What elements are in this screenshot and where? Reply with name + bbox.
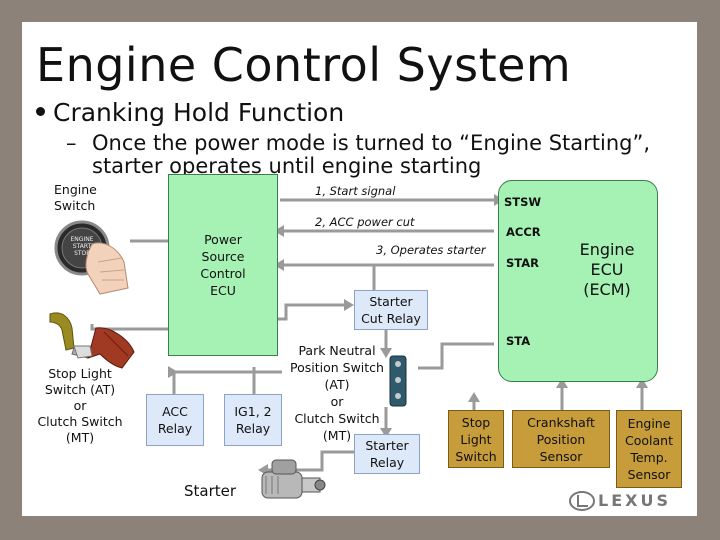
sub-bullet: – Once the power mode is turned to “Engi…: [66, 132, 686, 182]
signal-start: 1, Start signal: [315, 184, 396, 198]
sub-bullet-text: Once the power mode is turned to “Engine…: [92, 131, 651, 178]
crankshaft-sensor-label: Crankshaft Position Sensor: [527, 414, 595, 464]
acc-relay-label: ACC Relay: [157, 404, 193, 436]
slide-title: Engine Control System: [36, 38, 572, 92]
park-neutral-switch-label: Park Neutral Position Switch (AT) or Clu…: [290, 343, 384, 443]
brake-pedal-icon: [44, 308, 140, 374]
stop-light-switch-box-label: Stop Light Switch: [455, 414, 497, 464]
pin-sta: STA: [506, 334, 531, 348]
signal-acc-cut: 2, ACC power cut: [315, 215, 415, 229]
pin-stsw: STSW: [504, 195, 542, 209]
starter-relay: Starter Relay: [354, 434, 420, 474]
engine-switch-label: Engine Switch: [54, 182, 97, 213]
sub-bullet-dash: –: [66, 131, 77, 155]
pin-star: STAR: [506, 256, 539, 270]
line-acc-relay: [172, 370, 282, 394]
engine-ecu-label-wrap: Engine ECU (ECM): [562, 240, 652, 300]
ig-relay: IG1, 2 Relay: [224, 394, 282, 446]
engine-ecu: [498, 180, 658, 382]
starter-relay-label: Starter Relay: [365, 438, 409, 470]
line-pedal-to-ecu: [90, 324, 168, 331]
arrowhead-crank: [556, 378, 568, 388]
bullet-item: Cranking Hold Function: [36, 98, 344, 127]
ig-relay-label: IG1, 2 Relay: [234, 404, 272, 436]
acc-relay: ACC Relay: [146, 394, 204, 446]
arrowhead-pn: [380, 348, 392, 358]
arrowhead-coolant: [636, 378, 648, 388]
starter-motor-icon: [254, 456, 326, 512]
line-star-to-cutrelay: [372, 263, 494, 290]
slide: Engine Control System Cranking Hold Func…: [22, 22, 697, 516]
lexus-logo: LEXUS: [568, 490, 680, 512]
starter-cut-relay: Starter Cut Relay: [354, 290, 428, 330]
engine-coolant-temp-sensor: Engine Coolant Temp. Sensor: [616, 410, 682, 488]
power-source-control-ecu: Power Source Control ECU: [168, 174, 278, 356]
starter-cut-relay-label: Starter Cut Relay: [361, 294, 421, 326]
lexus-logo-text: LEXUS: [598, 491, 671, 510]
arrowhead-operates-starter: [274, 259, 284, 271]
button-text: ENGINE START STOP: [70, 236, 94, 257]
coolant-sensor-label: Engine Coolant Temp. Sensor: [625, 416, 673, 482]
engine-ecu-label: Engine ECU (ECM): [579, 240, 635, 299]
arrowhead-acc-cut: [274, 225, 284, 237]
pin-accr: ACCR: [506, 225, 541, 239]
arrowhead-stop-sw: [468, 392, 480, 402]
arrowhead-acc: [168, 366, 178, 378]
starter-label: Starter: [184, 482, 237, 500]
park-neutral-switch-icon: [386, 354, 410, 408]
arrowhead-starterrelay: [380, 428, 392, 438]
engine-start-button-icon: ENGINE START STOP: [52, 218, 130, 296]
bullet-dot: [36, 106, 45, 116]
signal-operates-starter: 3, Operates starter: [376, 243, 486, 257]
crankshaft-position-sensor: Crankshaft Position Sensor: [512, 410, 610, 468]
arrowhead-cutrelay: [344, 299, 354, 311]
stop-light-switch-label: Stop Light Switch (AT) or Clutch Switch …: [37, 366, 123, 445]
line-ecu-to-cutrelay: [278, 303, 344, 321]
bullet-text: Cranking Hold Function: [53, 98, 345, 127]
line-sta: [418, 342, 494, 370]
stop-light-switch-box: Stop Light Switch: [448, 410, 504, 468]
power-source-ecu-label: Power Source Control ECU: [200, 232, 246, 298]
